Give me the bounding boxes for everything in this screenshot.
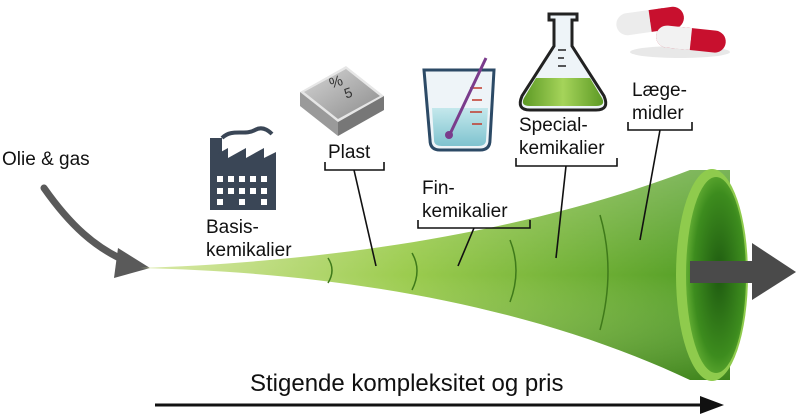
capsules-icon bbox=[616, 6, 730, 58]
exit-arrow bbox=[690, 243, 796, 300]
stage-label-basis-line1: Basis- bbox=[206, 217, 259, 238]
axis-arrow bbox=[155, 396, 724, 414]
stage-label-special-line2: kemikalier bbox=[519, 138, 605, 159]
stage-label-fin-line2: kemikalier bbox=[422, 201, 508, 222]
stage-label-fin-line1: Fin- bbox=[422, 178, 455, 199]
beaker-icon bbox=[422, 57, 496, 152]
axis-label: Stigende kompleksitet og pris bbox=[250, 370, 564, 397]
stage-label-laege: Læge- midler bbox=[632, 79, 687, 125]
plastic-block-icon: % 5 bbox=[300, 66, 384, 136]
stage-label-plast: Plast bbox=[328, 141, 370, 164]
stage-label-basis-line2: kemikalier bbox=[206, 240, 292, 261]
stage-label-special-line1: Special- bbox=[519, 115, 588, 136]
flask-icon bbox=[518, 12, 608, 112]
stage-label-laege-line1: Læge- bbox=[632, 80, 687, 101]
stage-label-plast-line1: Plast bbox=[328, 142, 371, 163]
source-label: Olie & gas bbox=[2, 149, 90, 170]
label-leaders bbox=[324, 122, 693, 267]
stage-label-special: Special- kemikalier bbox=[519, 114, 605, 160]
stage-label-fin: Fin- kemikalier bbox=[422, 177, 508, 223]
factory-icon bbox=[210, 126, 276, 210]
stage-label-laege-line2: midler bbox=[632, 103, 684, 124]
source-arrow bbox=[40, 184, 150, 278]
stage-label-basis: Basis- kemikalier bbox=[206, 216, 292, 262]
plastic-block-percent: % bbox=[327, 72, 345, 92]
